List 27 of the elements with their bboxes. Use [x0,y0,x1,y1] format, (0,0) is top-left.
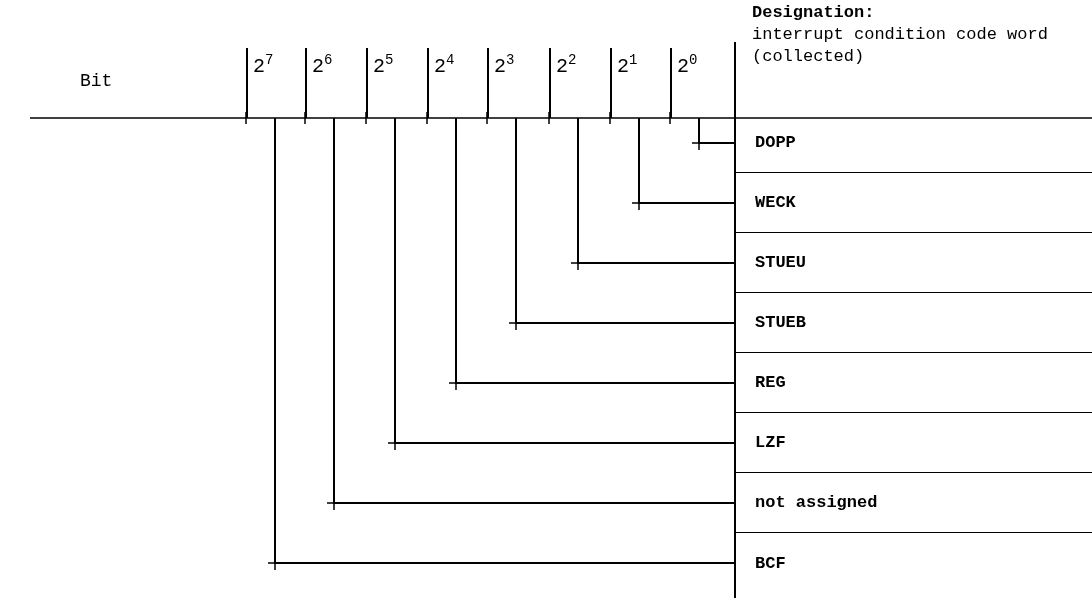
designation-row: WECK [735,173,1092,233]
header-note: interrupt condition code word (collected) [752,24,1049,68]
designation-row: DOPP [735,113,1092,173]
designation-row: STUEU [735,233,1092,293]
bit-column: 2$^{2}$ [549,48,605,118]
designation-row: STUEB [735,293,1092,353]
designation-row: not assigned [735,473,1092,533]
bit-column: 2$^{4}$ [427,48,483,118]
bit-column: 2$^{7}$ [246,48,302,118]
leader-line [267,117,736,571]
bit-column: 2$^{6}$ [305,48,361,118]
designation-row: REG [735,353,1092,413]
bit-column: 2$^{1}$ [610,48,666,118]
leader-line [631,117,736,211]
leader-line [448,117,736,391]
bit-column: 2$^{0}$ [670,48,726,118]
leader-line [387,117,736,451]
designation-row: LZF [735,413,1092,473]
designation-row: BCF [735,533,1092,593]
bit-column: 2$^{3}$ [487,48,543,118]
leader-line [508,117,736,331]
leader-line [691,117,736,151]
leader-line [326,117,736,511]
heading: Designation: [752,2,875,24]
bit-column: 2$^{5}$ [366,48,422,118]
leader-line [570,117,736,271]
header-label: Bit [80,70,113,92]
